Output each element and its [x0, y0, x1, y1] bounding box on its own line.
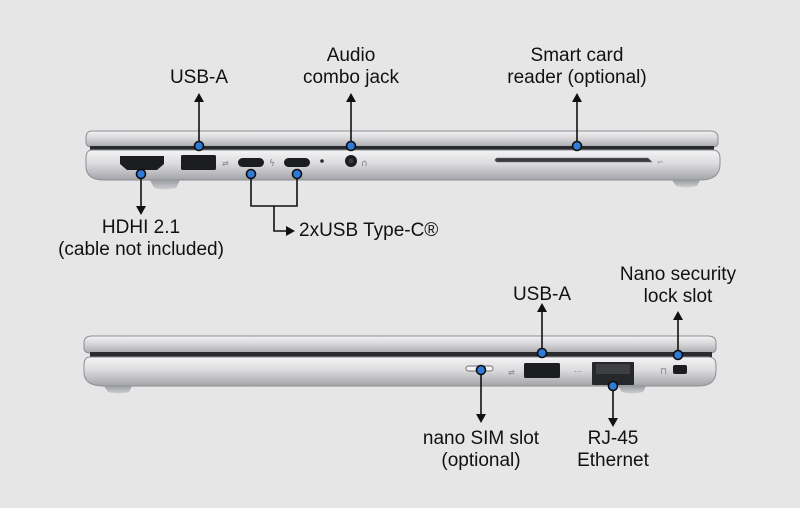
arrow-down-icon	[136, 206, 146, 215]
lid	[83, 335, 717, 354]
hinge-gap	[90, 146, 714, 150]
arrow-up-icon	[673, 311, 683, 320]
marker-dot	[245, 168, 257, 180]
label-line: Smart card	[530, 45, 624, 66]
label-line: RJ-45	[587, 428, 639, 449]
label-audio-combo-jack: Audio combo jack	[286, 45, 416, 89]
usb-a-port	[524, 363, 560, 378]
foot	[104, 386, 132, 394]
marker-dot	[193, 140, 205, 152]
marker-dot	[571, 140, 583, 152]
arrow-right-icon	[286, 226, 295, 236]
hinge-gap	[90, 352, 712, 357]
label-nano-sim: nano SIM slot (optional)	[410, 428, 552, 472]
rj45-door	[596, 364, 630, 374]
arrow-up-icon	[537, 303, 547, 312]
label-line: lock slot	[643, 286, 713, 307]
label-line: HDHI 2.1	[101, 217, 181, 238]
usb-c-port	[284, 158, 310, 167]
label-line: (optional)	[441, 450, 521, 471]
lid	[85, 130, 719, 148]
marker-dot	[345, 140, 357, 152]
security-lock-slot	[673, 365, 687, 374]
marker-dot	[607, 380, 619, 392]
lock-icon: ⊓	[660, 367, 667, 377]
arrow-down-icon	[608, 418, 618, 427]
foot	[672, 180, 700, 188]
label-line: Audio	[326, 45, 376, 66]
label-line: 2xUSB Type-C®	[299, 220, 439, 241]
label-hdmi: HDHI 2.1 (cable not included)	[46, 217, 236, 261]
usb-icon: ⇌	[222, 159, 229, 168]
label-smart-card-reader: Smart card reader (optional)	[497, 45, 657, 89]
label-line: USB-A	[169, 67, 229, 88]
callout-markers	[135, 140, 684, 392]
marker-dot	[135, 168, 147, 180]
label-usb-a-left: USB-A	[149, 67, 249, 89]
arrowheads	[136, 93, 683, 427]
label-line: Nano security	[619, 264, 737, 285]
laptop-right-side: ⇌ ⋯ ⊓	[83, 335, 717, 394]
foot	[618, 386, 646, 394]
led-indicator	[320, 159, 324, 163]
usb-icon: ⇌	[508, 368, 515, 377]
arrow-up-icon	[346, 93, 356, 102]
arrow-up-icon	[194, 93, 204, 102]
marker-dot	[672, 349, 684, 361]
marker-dot	[475, 364, 487, 376]
hdmi-port	[120, 156, 164, 170]
label-line: combo jack	[302, 67, 400, 88]
label-line: reader (optional)	[507, 67, 647, 88]
usb-c-port	[238, 158, 264, 167]
label-line: nano SIM slot	[422, 428, 540, 449]
usb-a-port	[181, 155, 216, 170]
label-line: Ethernet	[577, 450, 649, 471]
label-line: (cable not included)	[58, 239, 224, 260]
smart-card-icon: ⌐	[657, 158, 664, 167]
callout-lines	[140, 100, 679, 420]
label-line: USB-A	[512, 284, 572, 305]
audio-jack-inner	[348, 158, 354, 164]
smart-card-slot	[494, 157, 653, 163]
thunderbolt-icon: ϟ	[269, 159, 275, 169]
marker-dot	[536, 347, 548, 359]
laptop-left-side: ⇌ ϟ ∩ ⌐	[85, 130, 721, 190]
label-nano-security-lock: Nano security lock slot	[604, 264, 752, 308]
foot	[150, 180, 180, 190]
label-rj45: RJ-45 Ethernet	[563, 428, 663, 472]
label-usb-type-c: 2xUSB Type-C®	[299, 220, 449, 242]
arrow-up-icon	[572, 93, 582, 102]
label-usb-a-right: USB-A	[492, 284, 592, 306]
headphone-icon: ∩	[361, 159, 368, 169]
arrow-down-icon	[476, 414, 486, 423]
network-icon: ⋯	[574, 367, 582, 376]
marker-dot	[291, 168, 303, 180]
